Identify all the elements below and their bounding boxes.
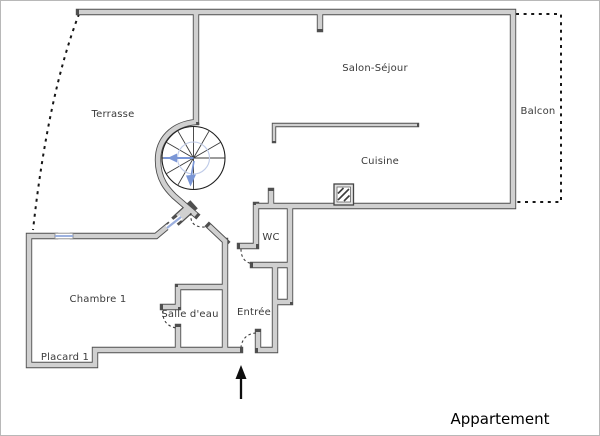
wall-outline-layer: [29, 12, 513, 365]
chambre-window: [54, 232, 74, 240]
stair-arrow-head: [186, 174, 196, 187]
spiral-staircase: [161, 125, 226, 191]
chambre-door-leaf: [165, 215, 183, 230]
kitchen-counter-fill: [272, 123, 419, 143]
wc-door-arc: [240, 248, 254, 265]
stair-blue-wedge: [167, 153, 177, 163]
room-label-terrasse: Terrasse: [91, 109, 135, 120]
room-label-salon-sejour: Salon-Séjour: [342, 62, 408, 74]
hall-door-arc: [190, 212, 207, 228]
room-label-wc: WC: [262, 232, 279, 243]
room-label-chambre1: Chambre 1: [70, 294, 127, 305]
stair-arrow-shaft: [190, 160, 195, 178]
room-label-cuisine: Cuisine: [361, 156, 399, 167]
room-label-salle-deau: Salle d'eau: [161, 309, 218, 320]
plan-title: Appartement: [450, 410, 549, 428]
room-label-balcon: Balcon: [521, 106, 556, 117]
balcony-outline-dashed: [516, 13, 562, 203]
salle-deau-door-arc: [162, 310, 177, 329]
kitchen-counter-outline: [274, 125, 417, 141]
terrace-boundary-dashed: [32, 13, 80, 231]
duct-hatch: [333, 183, 355, 206]
entree-door-arc: [240, 332, 257, 348]
apartment-walls: [29, 12, 513, 365]
room-label-placard1: Placard 1: [41, 352, 89, 363]
entrance-arrow: [235, 365, 247, 399]
room-label-entree: Entrée: [237, 306, 271, 318]
